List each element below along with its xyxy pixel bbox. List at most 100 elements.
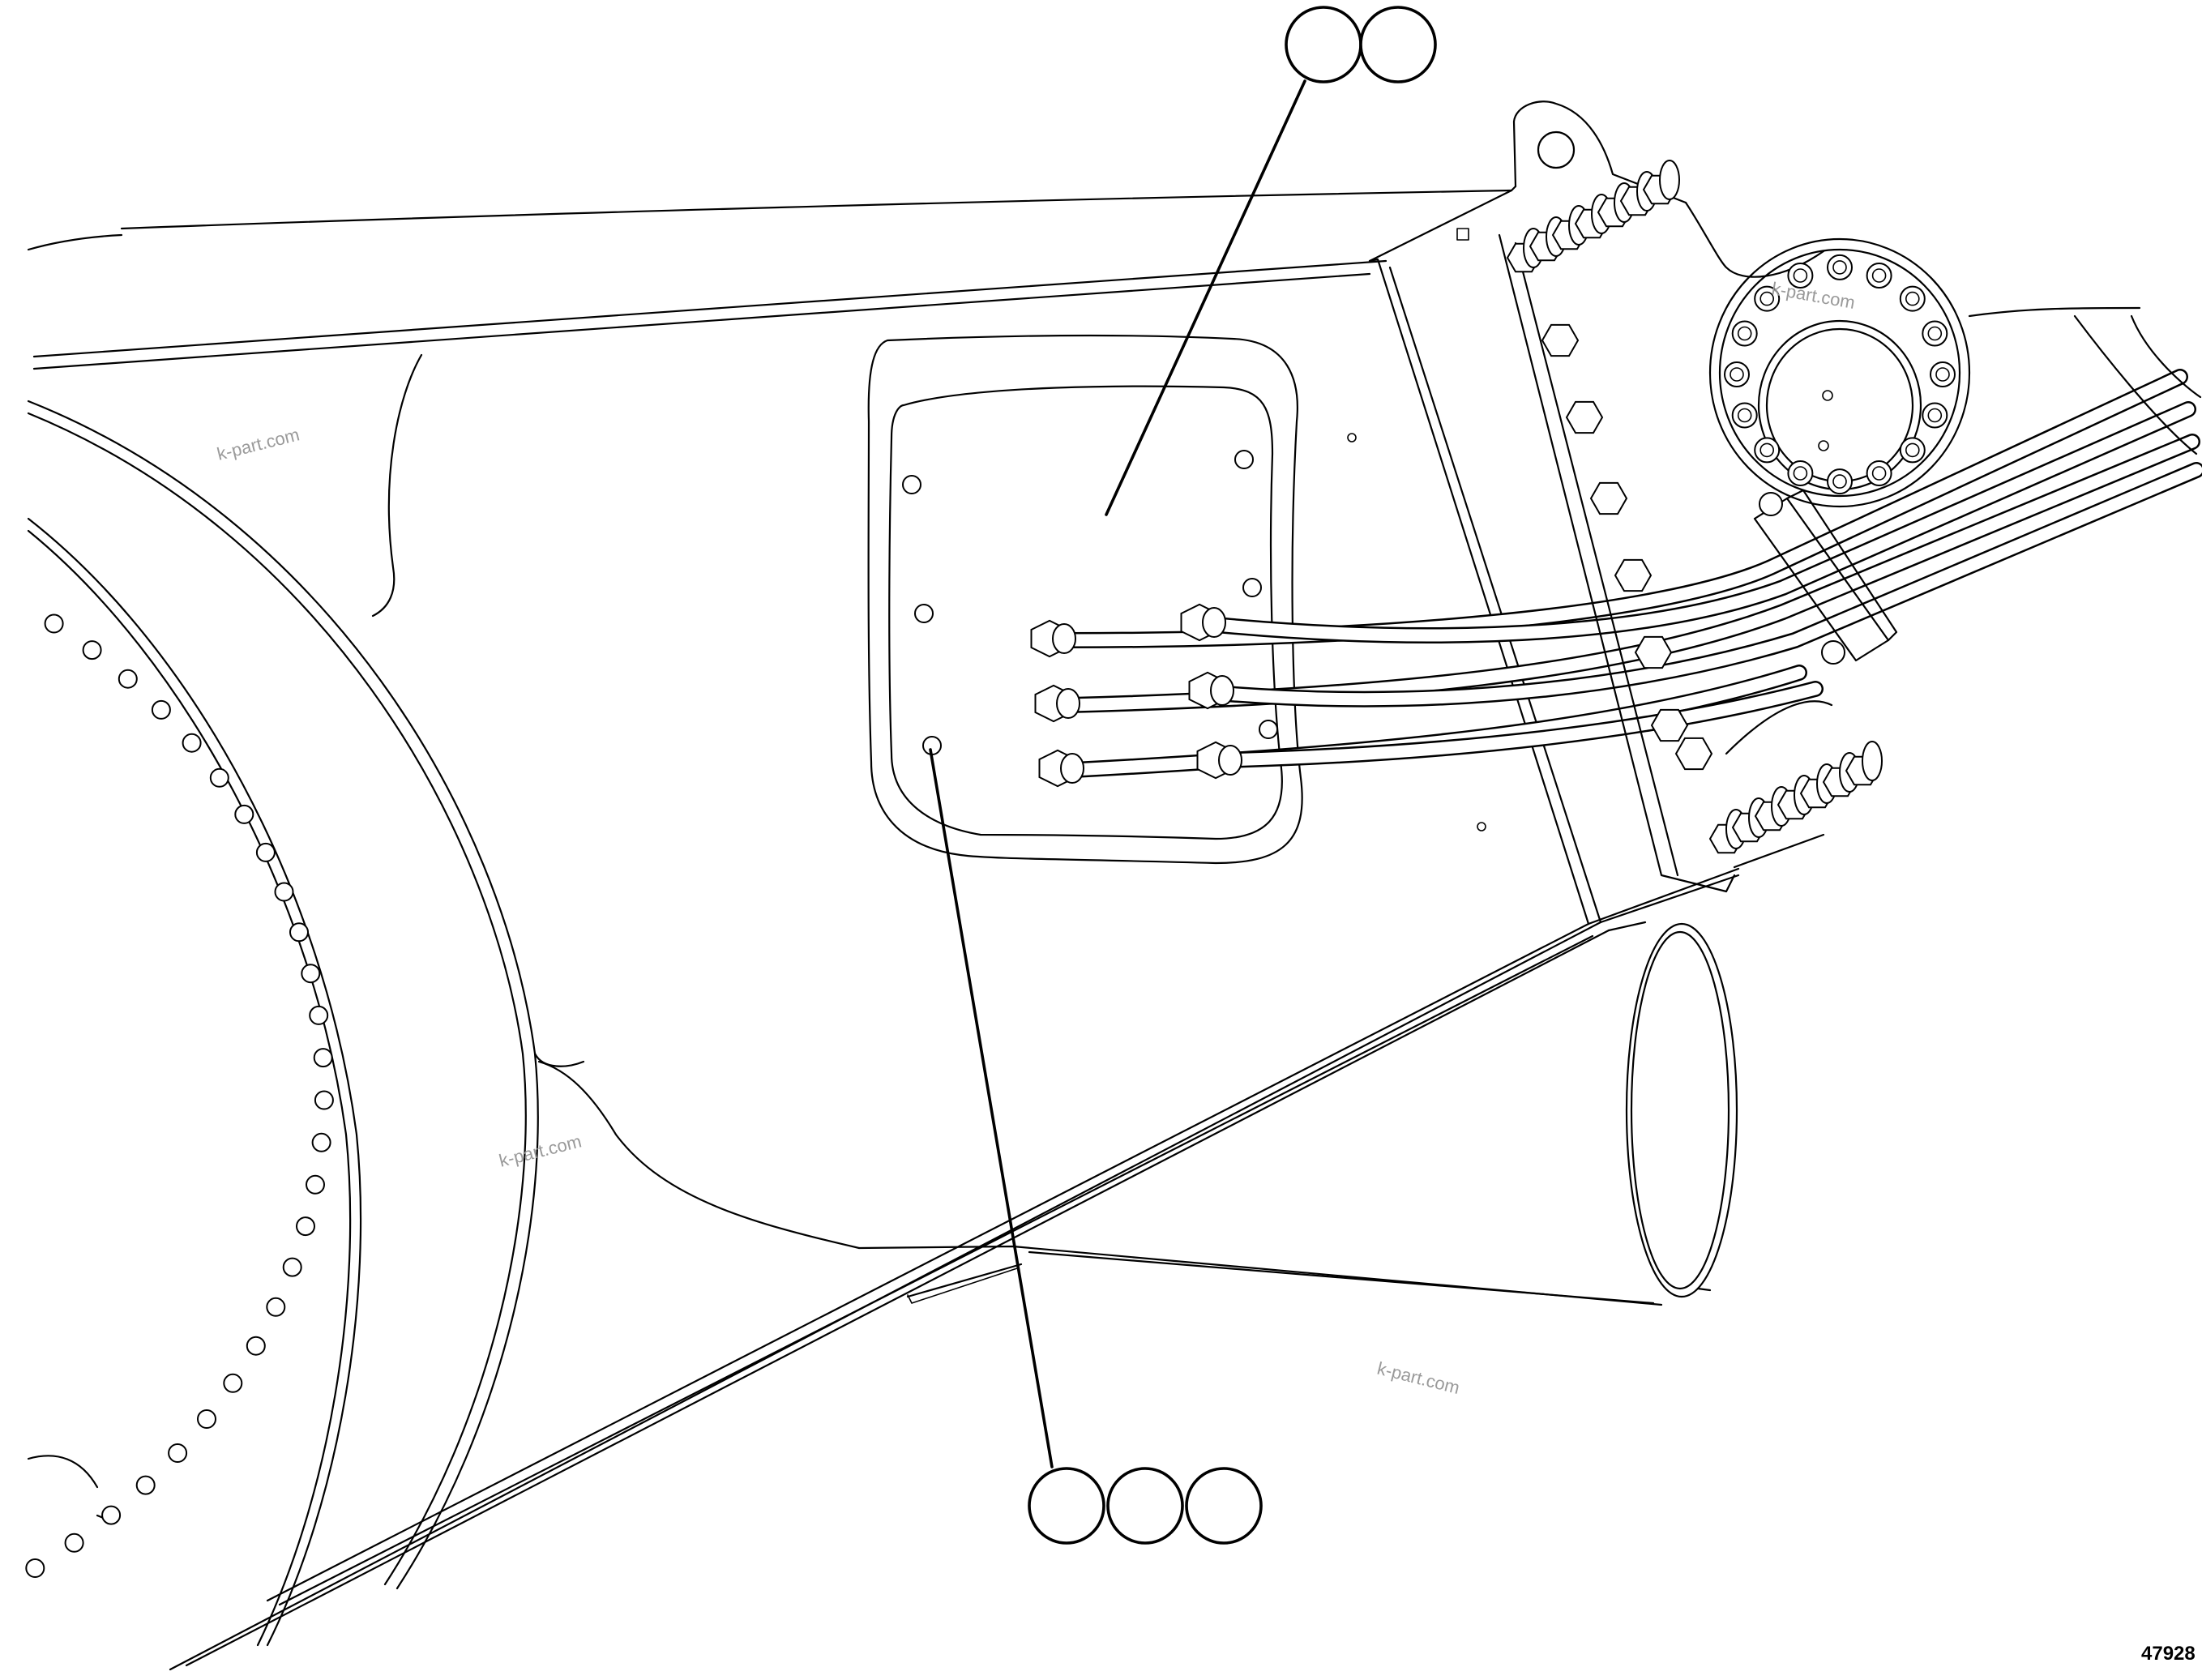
cover-plate <box>867 334 1303 865</box>
ring-hole <box>64 1533 84 1553</box>
ring-hole <box>296 1216 315 1237</box>
ring-hole <box>82 640 102 660</box>
ring-hole <box>246 1336 266 1356</box>
hub-bolt-head <box>1730 367 1744 382</box>
watermark: k-part.com <box>215 424 301 464</box>
ring-hole <box>101 1505 122 1525</box>
ring-hole <box>151 699 171 720</box>
ring-hole <box>118 669 138 689</box>
bracket-bolt <box>1589 481 1628 515</box>
mount-bracket <box>1498 100 1833 893</box>
plate-bolt <box>1242 578 1262 597</box>
fitting-collar <box>1060 753 1084 784</box>
leader-line-top <box>1105 79 1306 516</box>
hub-bolt-head <box>1935 367 1950 382</box>
ring-hole <box>306 1174 325 1195</box>
hydraulic-hose-inner <box>1217 682 1822 767</box>
fitting-collar <box>1218 745 1242 776</box>
pivot-hub <box>1708 237 2202 508</box>
lower-stud <box>1862 741 1883 781</box>
ring-bolt-holes <box>25 613 334 1578</box>
hydraulic-hose-inner <box>1201 403 2195 642</box>
callout-group-top <box>1285 6 1437 83</box>
figure-number: 47928 <box>2141 1643 2196 1665</box>
hub-bolts <box>1724 254 1956 495</box>
callout-circle <box>1106 1467 1184 1545</box>
ring-hole <box>309 1005 329 1025</box>
hub-bolt-head <box>1759 291 1774 306</box>
watermark: k-part.com <box>497 1131 584 1170</box>
bracket-bolt <box>1541 323 1580 357</box>
plate-bolt <box>902 475 921 494</box>
hub-bolt-head <box>1737 326 1752 341</box>
hub-bolt <box>1866 263 1892 289</box>
bracket-bolt <box>1634 635 1673 669</box>
hub-bolt <box>1787 460 1814 486</box>
callout-circle <box>1285 6 1362 83</box>
ring-hole <box>197 1409 216 1429</box>
hub-bolt-head <box>1793 268 1808 283</box>
hub-bolt <box>1754 437 1781 464</box>
hub-bolt-head <box>1927 408 1943 423</box>
ring-hole <box>282 1257 302 1277</box>
ring-hole <box>314 1090 334 1110</box>
callout-circle <box>1028 1467 1105 1545</box>
fitting-collar <box>1210 675 1234 706</box>
hose-fittings <box>1030 603 1242 788</box>
ring-hole <box>255 842 276 862</box>
hub-bolt <box>1866 460 1892 486</box>
bracket-bolt <box>1674 737 1713 771</box>
hub-bolt <box>1899 285 1926 312</box>
callout-circle <box>1185 1467 1263 1545</box>
ring-hole <box>25 1558 45 1578</box>
plate-bolt <box>1259 720 1278 739</box>
hub-bolt <box>1731 402 1758 429</box>
ring-hole <box>289 922 309 943</box>
hub-bolt <box>1899 437 1926 464</box>
ring-hole <box>44 613 64 634</box>
ring-hole <box>234 804 254 824</box>
upper-stud <box>1659 160 1680 200</box>
ring-hole <box>223 1373 243 1393</box>
hub-bolt <box>1724 361 1750 387</box>
fitting-collar <box>1056 688 1080 719</box>
plate-bolt <box>1234 450 1254 469</box>
hub-bolt-head <box>1759 442 1774 458</box>
hub-bolt-head <box>1737 408 1752 423</box>
ring-hole <box>182 733 202 753</box>
hub-bolt <box>1787 263 1814 289</box>
hub-bolt-head <box>1793 466 1808 481</box>
fitting-collar <box>1052 623 1076 654</box>
ring-hole <box>301 964 321 984</box>
ring-hole <box>209 767 229 788</box>
hub-bolt-head <box>1927 326 1943 341</box>
ring-hole <box>135 1475 156 1495</box>
fitting-collar <box>1202 607 1226 638</box>
hub-bolt <box>1922 320 1948 347</box>
bracket-bolt <box>1650 708 1689 742</box>
hub-bolt <box>1922 402 1948 429</box>
hub-bolt <box>1930 361 1956 387</box>
bracket-bolts <box>1506 160 1883 854</box>
ring-hole <box>311 1132 331 1152</box>
hub-bolt-head <box>1905 442 1920 458</box>
ring-hole <box>313 1048 333 1068</box>
watermark: k-part.com <box>1375 1358 1462 1398</box>
round-tube <box>1607 921 1738 1298</box>
cover-plate-bolts <box>902 450 1278 755</box>
plate-bolt <box>914 604 934 623</box>
hydraulic-hose-inner <box>1209 464 2202 706</box>
ring-hole <box>274 882 294 902</box>
hose-clamp <box>1753 489 1898 665</box>
hub-bolt-head <box>1832 260 1847 275</box>
arm-body <box>169 185 1740 1671</box>
hub-bolt <box>1827 468 1853 495</box>
ring-hole <box>168 1443 188 1463</box>
leader-line-bottom <box>929 748 1054 1468</box>
hub-bolt-head <box>1905 291 1920 306</box>
ring-hole <box>266 1297 286 1317</box>
callout-circle <box>1359 6 1437 83</box>
hub-bolt-head <box>1832 474 1847 489</box>
hub-bolt <box>1754 285 1781 312</box>
